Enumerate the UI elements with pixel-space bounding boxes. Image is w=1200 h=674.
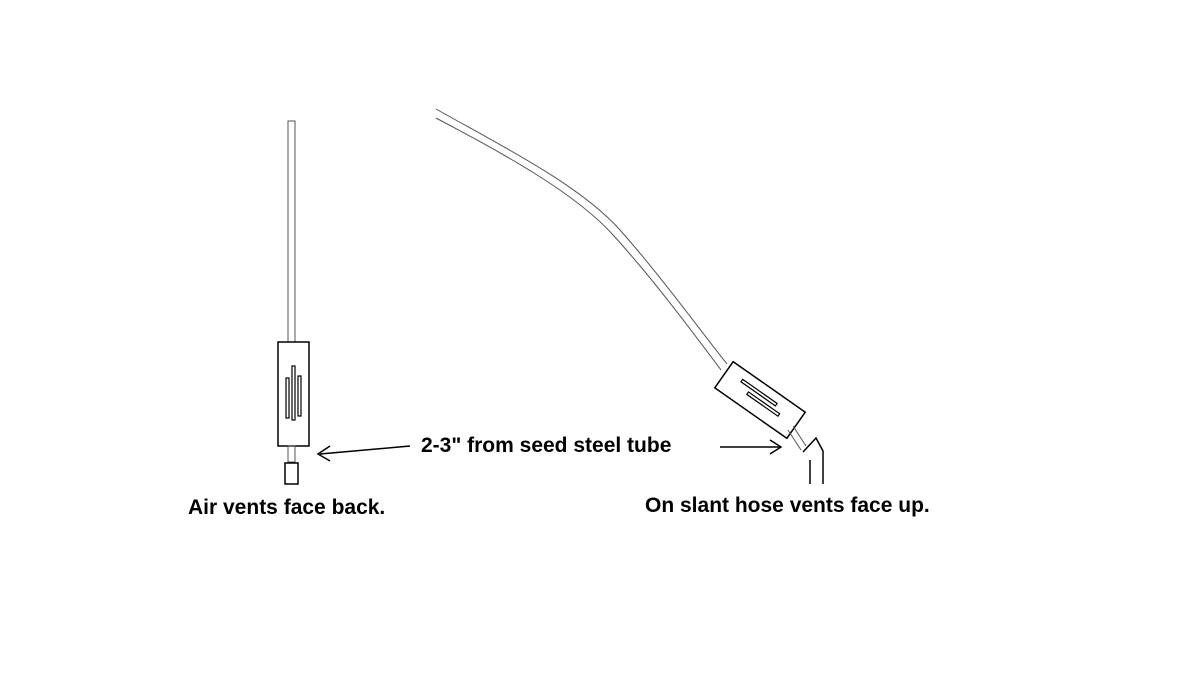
right-caption: On slant hose vents face up. [645,494,930,517]
vertical-vent-sleeve [277,341,310,447]
slanted-hose [435,108,728,365]
distance-label: 2-3" from seed steel tube [421,434,672,457]
slanted-hose [435,117,722,371]
vertical-air-vent-slot [285,377,290,419]
vertical-hose-assembly [277,120,310,485]
vertical-hose-stub [287,445,296,463]
slanted-hose-stub [787,429,802,451]
slanted-hose-assembly [435,108,824,484]
slanted-air-vent-slot [745,391,781,418]
slanted-air-vent-slot [740,378,778,407]
vertical-air-vent-slot [291,365,296,421]
vertical-hose [287,120,296,343]
slanted-hose-stub [792,425,807,447]
left-caption: Air vents face back. [188,496,386,519]
vertical-seed-tube-end [284,462,299,485]
vertical-air-vent-slot [297,375,302,417]
left-pointer-arrow [316,445,411,462]
right-pointer-arrow [720,439,783,455]
slanted-seed-tube-end [802,436,824,484]
